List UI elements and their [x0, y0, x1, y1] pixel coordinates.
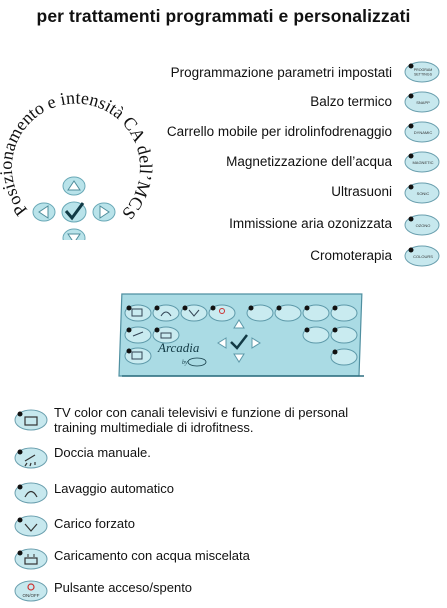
svg-text:SNAPP: SNAPP [416, 100, 430, 105]
panel-tv-button [124, 304, 152, 322]
feature-label: Magnetizzazione dell’acqua [226, 154, 392, 169]
control-panel: Arcadia by [118, 293, 364, 377]
right-arrow-icon [92, 202, 116, 222]
panel-brand: Arcadia [157, 340, 200, 355]
panel-magnetic-button [330, 304, 358, 322]
feature-label: Cromoterapia [310, 248, 392, 263]
magnetic-button[interactable]: MAGNETIC [403, 150, 441, 174]
panel-snapp-button [274, 304, 302, 322]
sonic-button[interactable]: SONIC [403, 181, 441, 205]
panel-sonic-button [302, 326, 330, 344]
direction-control-logo: Posizionamento e intensità CA dell’MCS [0, 87, 156, 240]
feature-label: Ultrasuoni [331, 184, 392, 199]
snapp-button[interactable]: SNAPP [403, 90, 441, 114]
panel-tv2-button [124, 347, 152, 365]
panel-colours-button [330, 348, 358, 366]
legend-text: Caricamento con acqua miscelata [54, 548, 250, 563]
up-arrow-icon [62, 176, 86, 196]
legend-text: training multimediale di idrofitness. [54, 420, 254, 435]
panel-brand-sub: by [182, 360, 188, 366]
svg-text:SETTINGS: SETTINGS [414, 73, 433, 77]
fill-icon [14, 515, 48, 537]
svg-text:SONIC: SONIC [417, 191, 430, 196]
legend-text: Carico forzato [54, 516, 135, 531]
svg-text:COLOURS: COLOURS [413, 254, 433, 259]
panel-wash-button [152, 304, 180, 322]
svg-text:PROGRAM: PROGRAM [414, 68, 433, 72]
panel-power-button [208, 304, 236, 322]
colours-button[interactable]: COLOURS [403, 244, 441, 268]
panel-right-arrow-icon [251, 337, 261, 349]
power-icon: ON/OFF [14, 580, 48, 602]
program-settings-button[interactable]: PROGRAM SETTINGS [403, 60, 441, 84]
down-arrow-icon [62, 228, 86, 240]
mixed-water-icon [14, 548, 48, 570]
legend-text: TV color con canali televisivi e funzion… [54, 405, 349, 420]
legend-text: Pulsante acceso/spento [54, 580, 193, 595]
ozono-button[interactable]: OZONO [403, 213, 441, 237]
shower-icon [14, 447, 48, 469]
panel-mixed-water-button [152, 326, 180, 344]
wash-icon [14, 482, 48, 504]
panel-up-arrow-icon [233, 319, 245, 329]
panel-fill-button [180, 304, 208, 322]
left-arrow-icon [32, 202, 56, 222]
brand-mark-logo [187, 357, 207, 367]
page-title: per trattamenti programmati e personaliz… [36, 6, 411, 26]
panel-left-arrow-icon [217, 337, 227, 349]
svg-text:DYNAMIC: DYNAMIC [414, 130, 433, 135]
tv-icon [14, 409, 48, 431]
checkmark-icon [61, 201, 87, 223]
panel-ozono-button [330, 326, 358, 344]
panel-down-arrow-icon [233, 353, 245, 363]
feature-label: Balzo termico [310, 94, 392, 109]
feature-label: Carrello mobile per idrolinfodrenaggio [166, 124, 392, 139]
legend-text: Lavaggio automatico [54, 481, 174, 496]
panel-checkmark-icon [230, 334, 248, 350]
dynamic-button[interactable]: DYNAMIC [403, 120, 441, 144]
svg-text:OZONO: OZONO [416, 223, 431, 228]
feature-label: Immissione aria ozonizzata [229, 216, 392, 231]
panel-program-button [246, 304, 274, 322]
panel-dynamic-button [302, 304, 330, 322]
svg-text:ON/OFF: ON/OFF [23, 593, 40, 598]
legend-text: Doccia manuale. [54, 445, 151, 460]
feature-label: Programmazione parametri impostati [170, 65, 392, 80]
panel-shower-button [124, 326, 152, 344]
svg-text:MAGNETIC: MAGNETIC [412, 160, 433, 165]
